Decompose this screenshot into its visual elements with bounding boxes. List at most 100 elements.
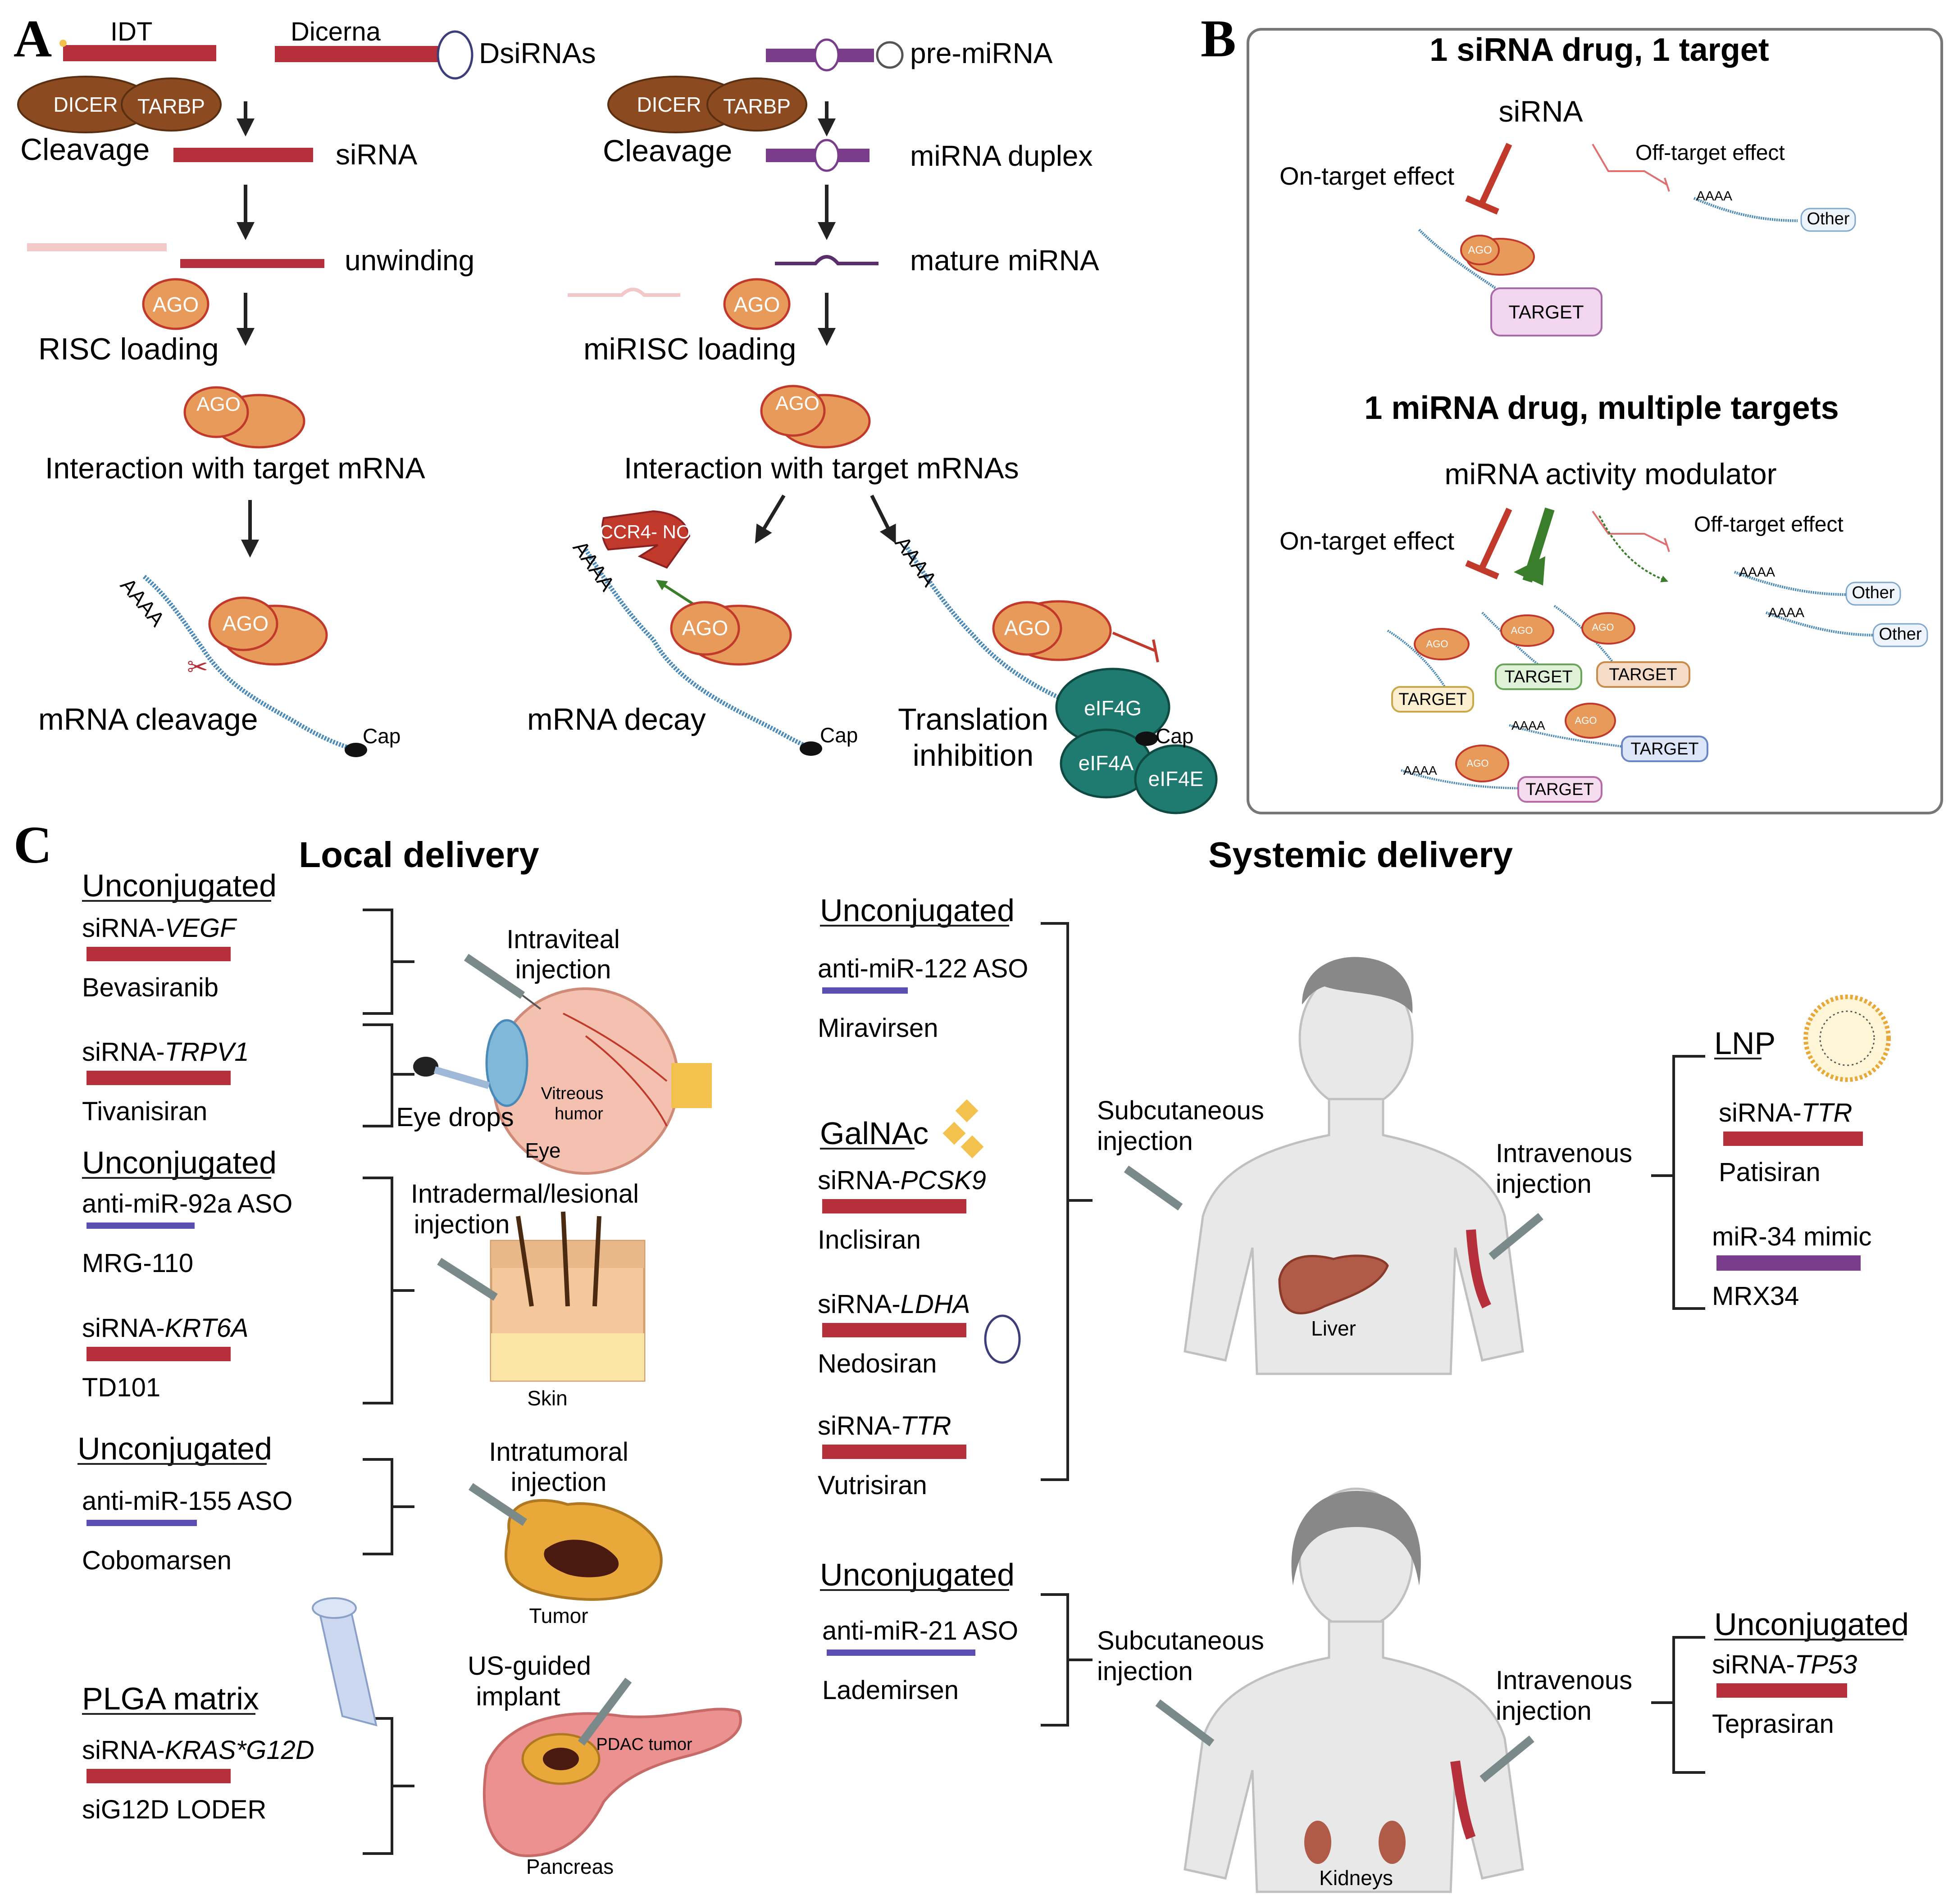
hair-follicles: [516, 1211, 601, 1307]
sirna-label: siRNA: [336, 138, 418, 171]
ago-translation-label: AGO: [1004, 616, 1050, 640]
syringe-tumor: [469, 1483, 527, 1526]
oligo-strand-aso: [86, 1222, 195, 1229]
subq-bottom-1: Subcutaneous: [1097, 1626, 1264, 1655]
ago-b-3-label: AGO: [1511, 625, 1533, 636]
iv-bottom-1: Intravenous: [1496, 1666, 1632, 1695]
drug-target-prefix: siRNA-: [82, 1313, 165, 1343]
drug-target-prefix: siRNA-: [82, 1736, 165, 1765]
drug-target-gene: KRT6A: [165, 1313, 249, 1343]
drug-target-name: siRNA-LDHA: [818, 1290, 970, 1319]
mrna-strand-left: [142, 575, 357, 752]
other-2-badge: [1845, 582, 1901, 606]
drug-name: Nedosiran: [818, 1349, 937, 1378]
syringe-iv-top: [1489, 1213, 1543, 1260]
arrow-b4: [755, 494, 786, 544]
vein-bottom: [1450, 1760, 1476, 1840]
tumor-route-1: Intratumoral: [489, 1437, 628, 1467]
target-mrna-2: [1387, 629, 1448, 690]
on-target-inhibit-2: [1465, 508, 1512, 580]
drug-name: Miravirsen: [818, 1013, 938, 1043]
eif4e-protein: [1134, 744, 1218, 814]
dicerna-label: Dicerna: [291, 17, 381, 46]
skin-route-2: injection: [414, 1210, 510, 1239]
drug-target-gene: VEGF: [165, 913, 237, 943]
drug-name: Tivanisiran: [82, 1097, 207, 1126]
tumor-route-2: injection: [511, 1468, 607, 1497]
inhibition-label: inhibition: [913, 738, 1033, 773]
humor-label: humor: [555, 1104, 603, 1123]
target-2-label: TARGET: [1398, 690, 1466, 709]
drug-target-name: anti-miR-122 ASO: [818, 954, 1028, 983]
idt-dsrna: [63, 45, 216, 61]
ago-b-4: [1581, 612, 1635, 645]
eye-illustration: [485, 987, 712, 1175]
oligo-strand-aso: [86, 1520, 197, 1526]
pancreas-route-1: US-guided: [468, 1651, 591, 1681]
tumor-necrotic-core: [544, 1540, 619, 1577]
mrna-strand-decay: [583, 548, 812, 750]
drug-target-gene: TTR: [1802, 1098, 1853, 1127]
drug-name: TD101: [82, 1373, 160, 1402]
drug-target-name: siRNA-TTR: [1719, 1098, 1852, 1127]
off-target-inhibit-1: [1592, 143, 1670, 192]
eif4a-label: eIF4A: [1079, 751, 1134, 775]
panel-b-box: [1247, 28, 1943, 814]
category-heading: Unconjugated: [1714, 1607, 1909, 1642]
idt-label: IDT: [110, 17, 152, 46]
iv-bottom-2: injection: [1496, 1696, 1592, 1726]
drug-name: Patisiran: [1719, 1158, 1821, 1187]
ccr4-not-label: CCR4- NOT: [600, 521, 703, 542]
target-mrna-1: [1418, 228, 1497, 290]
bracket-pancreas: [363, 1717, 414, 1855]
dropper-bulb: [413, 1057, 438, 1077]
ago-b-1: [1460, 235, 1500, 265]
cap-decay-label: Cap: [820, 723, 858, 747]
dsirnas-label: DsiRNAs: [479, 37, 596, 69]
target-4-box: [1596, 661, 1690, 688]
eif4g-label: eIF4G: [1084, 696, 1142, 720]
unwinding-label: unwinding: [345, 244, 474, 277]
ago-translation: [992, 601, 1062, 656]
risc-complex: [183, 386, 249, 438]
ago-decay: [670, 601, 740, 656]
target-2-box: [1391, 686, 1474, 713]
vein-top: [1466, 1229, 1491, 1309]
drug-name: MRX34: [1712, 1281, 1799, 1311]
drug-target-gene: TTR: [901, 1411, 951, 1440]
oligo-strand-sirna: [86, 1769, 231, 1783]
male-torso: [1184, 1098, 1524, 1375]
category-heading: Unconjugated: [82, 1145, 277, 1180]
pre-mirna-loop: [876, 41, 904, 69]
target-4-label: TARGET: [1609, 665, 1677, 684]
intravitreal-label-2: injection: [515, 955, 611, 984]
drug-target-name: siRNA-TRPV1: [82, 1037, 249, 1067]
vitreous-label: Vitreous: [541, 1084, 604, 1103]
oligo-strand-aso: [822, 987, 908, 994]
on-target-1-label: On-target effect: [1279, 162, 1455, 190]
mirisc-ago-label: AGO: [775, 392, 819, 414]
drug-name: Cobomarsen: [82, 1546, 232, 1575]
cap-translation: [1135, 732, 1158, 746]
ccr4-not-complex: [601, 510, 691, 569]
inhibit-symbol: [1112, 632, 1159, 663]
passenger-mirna: [568, 287, 680, 297]
sirna-b-label: siRNA: [1498, 95, 1583, 128]
liver-illustration: [1278, 1254, 1389, 1314]
pancreas-label: Pancreas: [526, 1855, 614, 1878]
polya-other-2: AAAA: [1739, 565, 1775, 580]
plga-cylinder: [312, 1597, 378, 1727]
ago-free-right-label: AGO: [734, 293, 780, 316]
skin-fat: [491, 1333, 644, 1381]
mature-mirna-label: mature miRNA: [910, 244, 1099, 277]
idt-phosphate: [59, 40, 67, 47]
drug-target-prefix: anti-miR-92a ASO: [82, 1189, 292, 1218]
polya-left: AAAA: [116, 573, 169, 631]
bracket-systemic-bottom: [1041, 1593, 1093, 1727]
pancreas-illustration: [483, 1708, 742, 1858]
bracket-lnp: [1651, 1055, 1705, 1310]
interaction-left-label: Interaction with target mRNA: [45, 451, 425, 485]
polya-other-3: AAAA: [1768, 605, 1804, 620]
subq-top-2: injection: [1097, 1127, 1193, 1156]
drug-name: MRG-110: [82, 1249, 193, 1278]
